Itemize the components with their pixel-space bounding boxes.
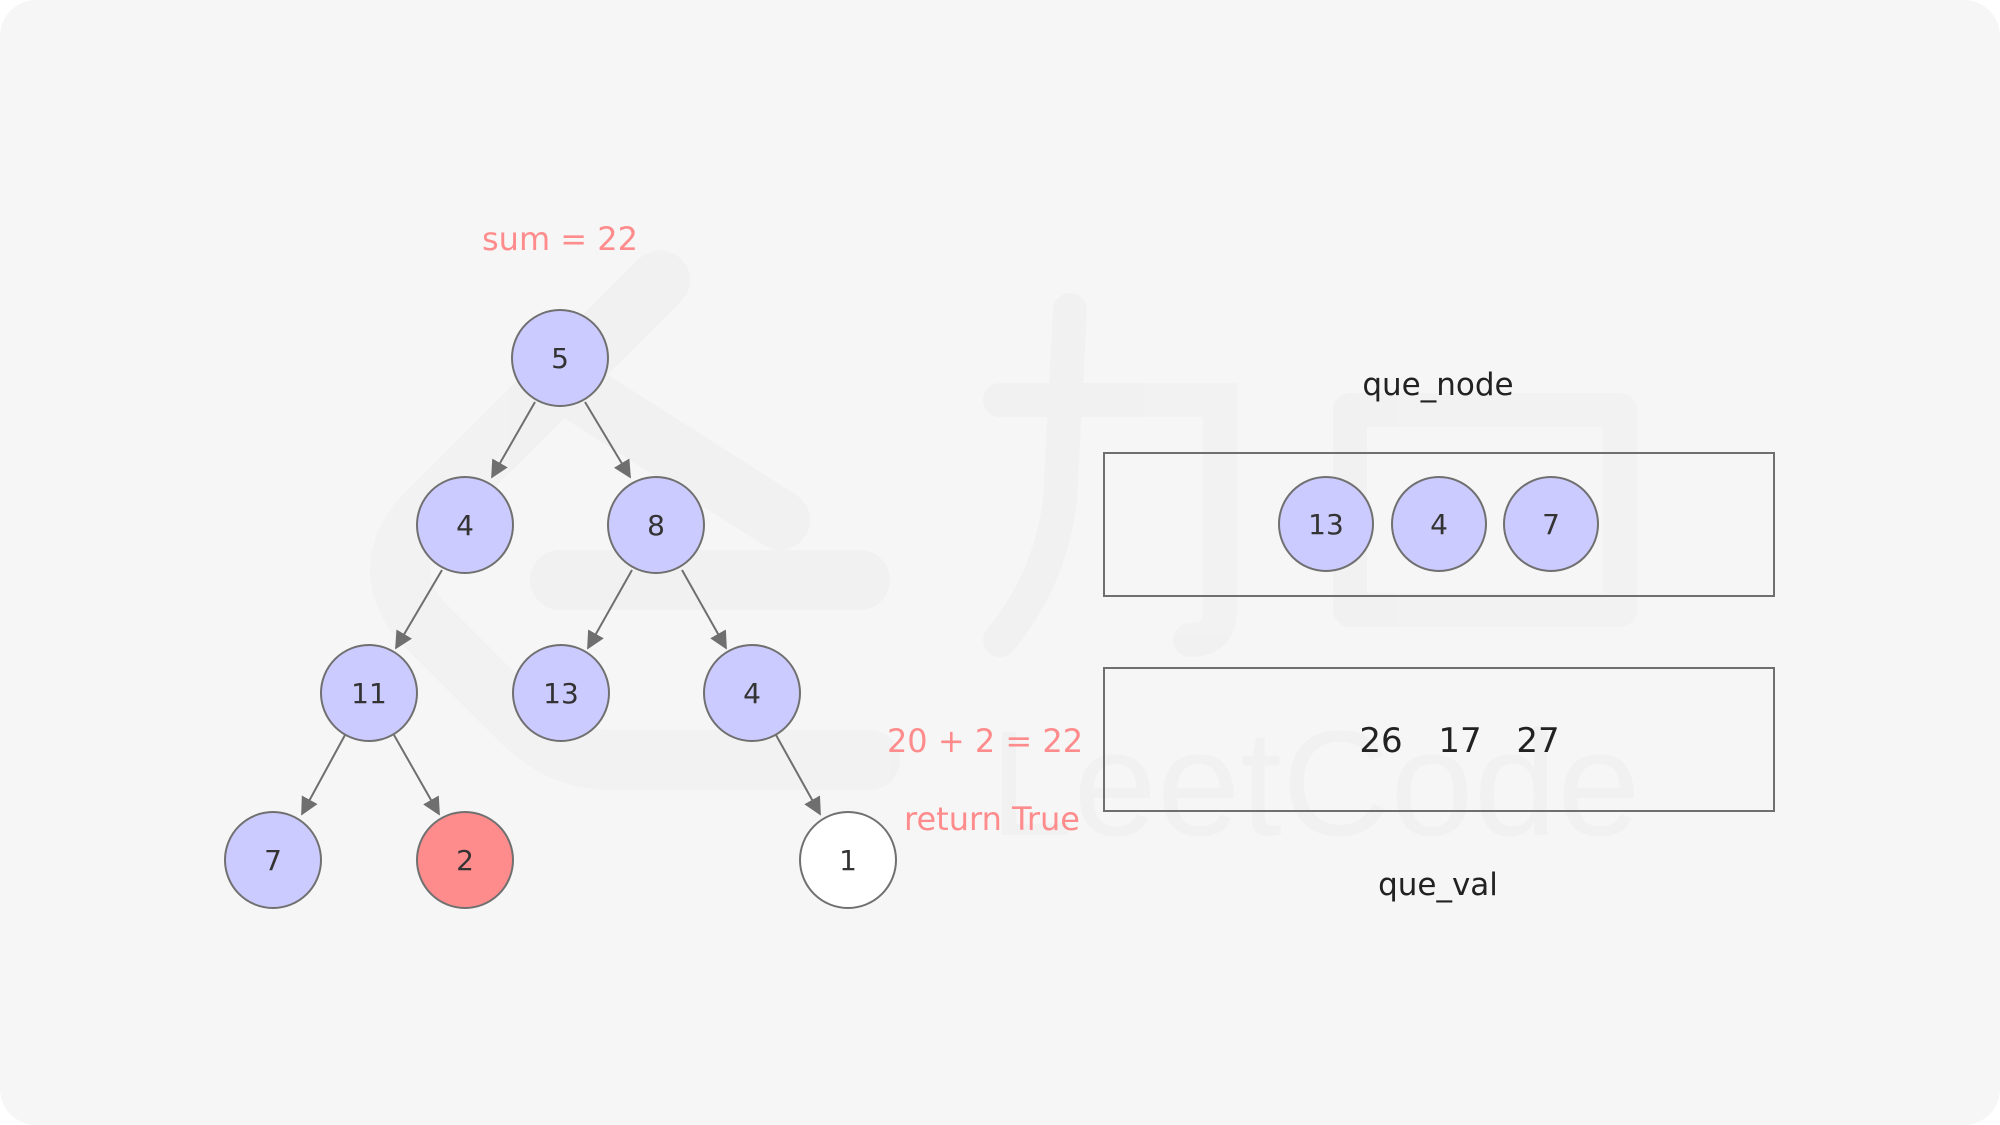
edge-11-2 <box>393 734 440 816</box>
que-val-box <box>1103 667 1775 812</box>
que-val-item-27: 27 <box>1516 721 1559 761</box>
que-node-box <box>1103 452 1775 597</box>
tree-node-11-value: 11 <box>351 677 387 710</box>
edge-8-13 <box>587 569 633 650</box>
edge-5-4 <box>491 401 536 479</box>
tree-node-7-value: 7 <box>264 844 282 877</box>
que-node-item-4: 4 <box>1391 476 1487 572</box>
svg-text:LeetCode: LeetCode <box>990 699 1641 867</box>
tree-node-5-value: 5 <box>551 342 569 375</box>
que-node-item-7: 7 <box>1503 476 1599 572</box>
tree-node-13: 13 <box>512 644 610 742</box>
tree-node-4-right-value: 4 <box>743 677 761 710</box>
tree-node-13-value: 13 <box>543 677 579 710</box>
calc-label: 20 + 2 = 22 <box>887 722 1083 760</box>
que-node-item-13: 13 <box>1278 476 1374 572</box>
sum-label: sum = 22 <box>482 220 638 258</box>
edge-8-4 <box>681 569 727 650</box>
tree-node-8-value: 8 <box>647 509 665 542</box>
tree-node-4-right: 4 <box>703 644 801 742</box>
tree-edges <box>301 401 821 816</box>
edge-11-7 <box>301 734 346 816</box>
tree-node-4-left-value: 4 <box>456 509 474 542</box>
edge-4-1 <box>775 734 821 816</box>
que-val-label: que_val <box>1378 867 1498 903</box>
tree-node-11: 11 <box>320 644 418 742</box>
watermark-logo: LeetCode <box>370 250 1641 867</box>
tree-node-7: 7 <box>224 811 322 909</box>
que-val-item-26: 26 <box>1359 721 1402 761</box>
tree-node-4-left: 4 <box>416 476 514 574</box>
tree-node-5: 5 <box>511 309 609 407</box>
que-node-item-13-value: 13 <box>1308 508 1344 541</box>
result-label: return True <box>904 800 1080 838</box>
que-node-item-7-value: 7 <box>1542 508 1560 541</box>
tree-node-1-value: 1 <box>839 844 857 877</box>
tree-node-2-current: 2 <box>416 811 514 909</box>
edge-5-8 <box>584 401 631 479</box>
tree-node-2-value: 2 <box>456 844 474 877</box>
que-node-label: que_node <box>1362 367 1513 403</box>
edge-4-11 <box>395 569 443 650</box>
que-val-item-17: 17 <box>1438 721 1481 761</box>
que-node-item-4-value: 4 <box>1430 508 1448 541</box>
tree-node-8: 8 <box>607 476 705 574</box>
tree-node-1: 1 <box>799 811 897 909</box>
